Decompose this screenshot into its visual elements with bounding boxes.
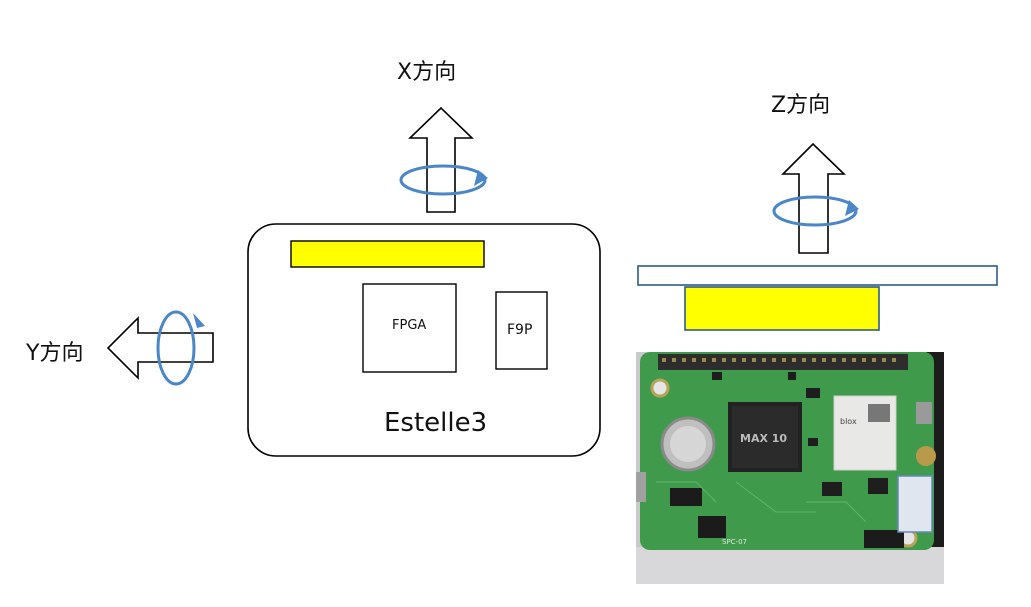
y-direction-label: Y方向: [26, 341, 84, 366]
f9p-label: F9P: [507, 322, 533, 338]
pcb-photo: MAX 10 blox SPC-07: [636, 352, 944, 584]
z-direction-label: Z方向: [771, 93, 831, 118]
side-view-plate: [637, 265, 998, 286]
x-direction-arrow: [408, 106, 474, 213]
f9p-box: [495, 291, 548, 370]
x-rotation-arrow-icon: [399, 164, 488, 196]
y-rotation-arrow-icon: [156, 310, 205, 386]
yellow-block-top: [290, 240, 485, 268]
yellow-block-side: [684, 286, 880, 331]
z-rotation-arrow-icon: [772, 195, 859, 227]
y-direction-arrow: [106, 316, 214, 380]
x-direction-label: X方向: [397, 60, 457, 85]
board-name-label: Estelle3: [384, 408, 488, 438]
fpga-box: [362, 283, 457, 373]
fpga-label: FPGA: [392, 318, 427, 333]
gnss-module-text: blox: [840, 417, 857, 426]
chip-brand-text: MAX 10: [740, 432, 787, 445]
board-code-text: SPC-07: [722, 538, 747, 546]
